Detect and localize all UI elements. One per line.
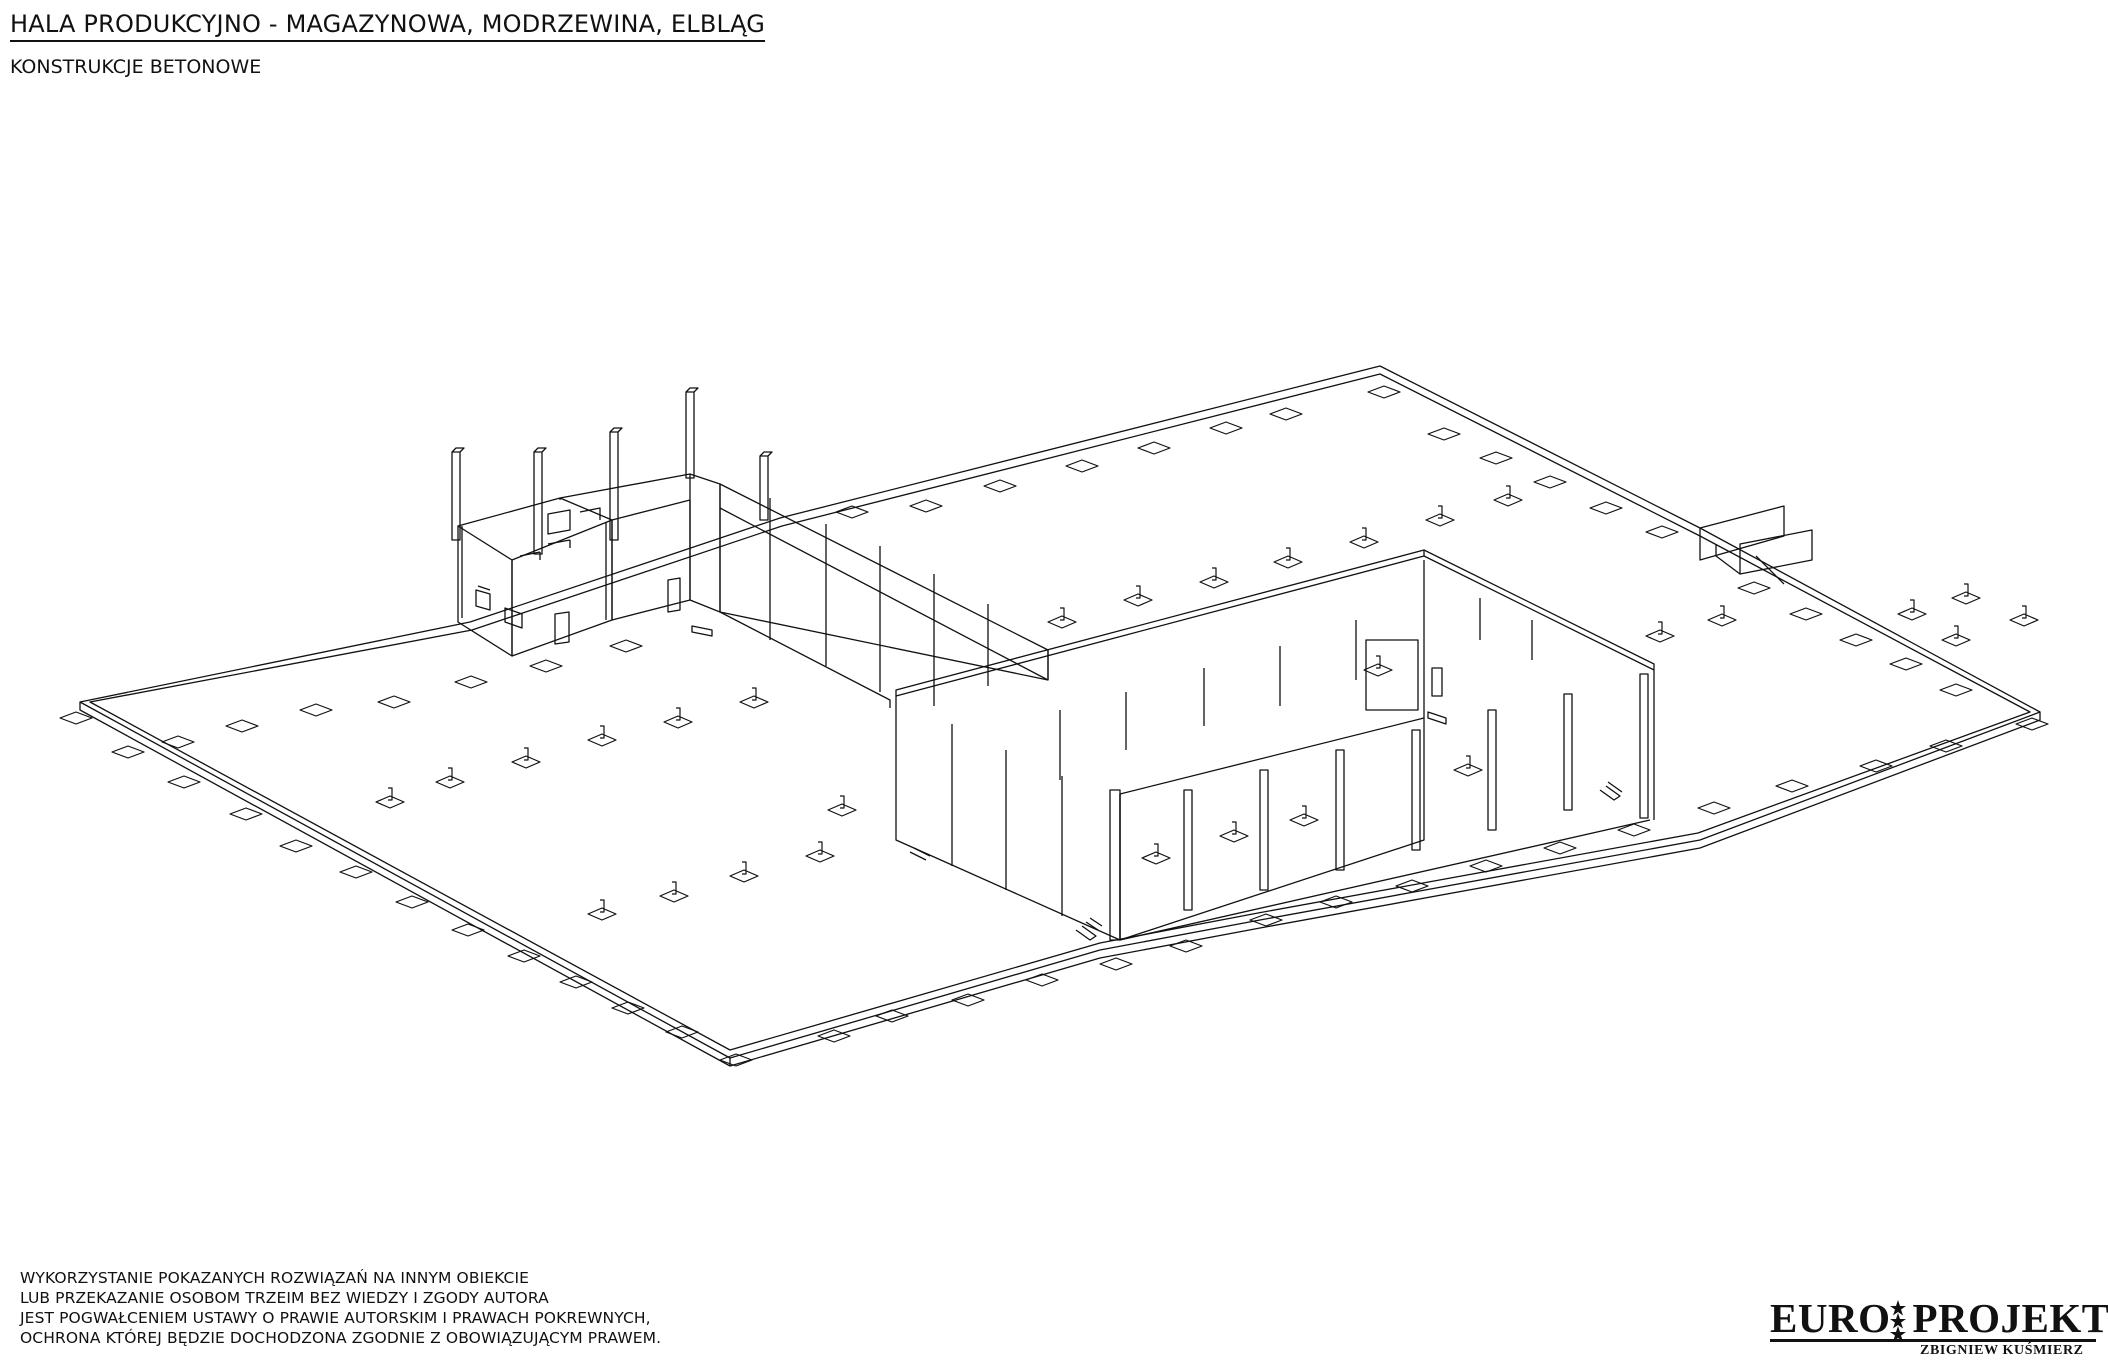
foundation-perimeter <box>79 365 2041 1067</box>
office-block <box>457 473 721 657</box>
stars-icon <box>1890 1300 1906 1342</box>
stairs <box>691 625 1623 941</box>
office-columns <box>451 387 773 555</box>
logo-left: EURO <box>1770 1295 1891 1341</box>
inner-hall <box>895 549 1655 941</box>
interior-footings <box>375 485 2039 921</box>
logo-rule <box>1770 1339 2096 1342</box>
central-wall <box>719 483 1049 708</box>
notice-line: WYKORZYSTANIE POKAZANYCH ROZWIĄZAŃ NA IN… <box>20 1269 530 1287</box>
europrojekt-logo: EURO PROJEKT ZBIGNIEW KUŚMIERZ <box>1770 1296 2108 1362</box>
inner-columns <box>1109 673 1649 941</box>
logo-subtitle: ZBIGNIEW KUŚMIERZ <box>1920 1343 2084 1358</box>
notice-line: OCHRONA KTÓREJ BĘDZIE DOCHODZONA ZGODNIE… <box>20 1329 662 1347</box>
copyright-notice: WYKORZYSTANIE POKAZANYCH ROZWIĄZAŃ NA IN… <box>20 1268 661 1348</box>
logo-right: PROJEKT <box>1912 1295 2108 1341</box>
sheet-title: HALA PRODUKCYJNO - MAGAZYNOWA, MODRZEWIN… <box>10 10 766 42</box>
perimeter-footings <box>59 385 2049 1067</box>
sheet-subtitle: KONSTRUKCJE BETONOWE <box>10 56 262 78</box>
notice-line: JEST POGWAŁCENIEM USTAWY O PRAWIE AUTORS… <box>20 1309 651 1327</box>
right-annex <box>1699 505 1813 585</box>
logo-wordmark: EURO PROJEKT <box>1770 1296 2108 1340</box>
notice-line: LUB PRZEKAZANIE OSOBOM TRZEIM BEZ WIEDZY… <box>20 1289 549 1307</box>
